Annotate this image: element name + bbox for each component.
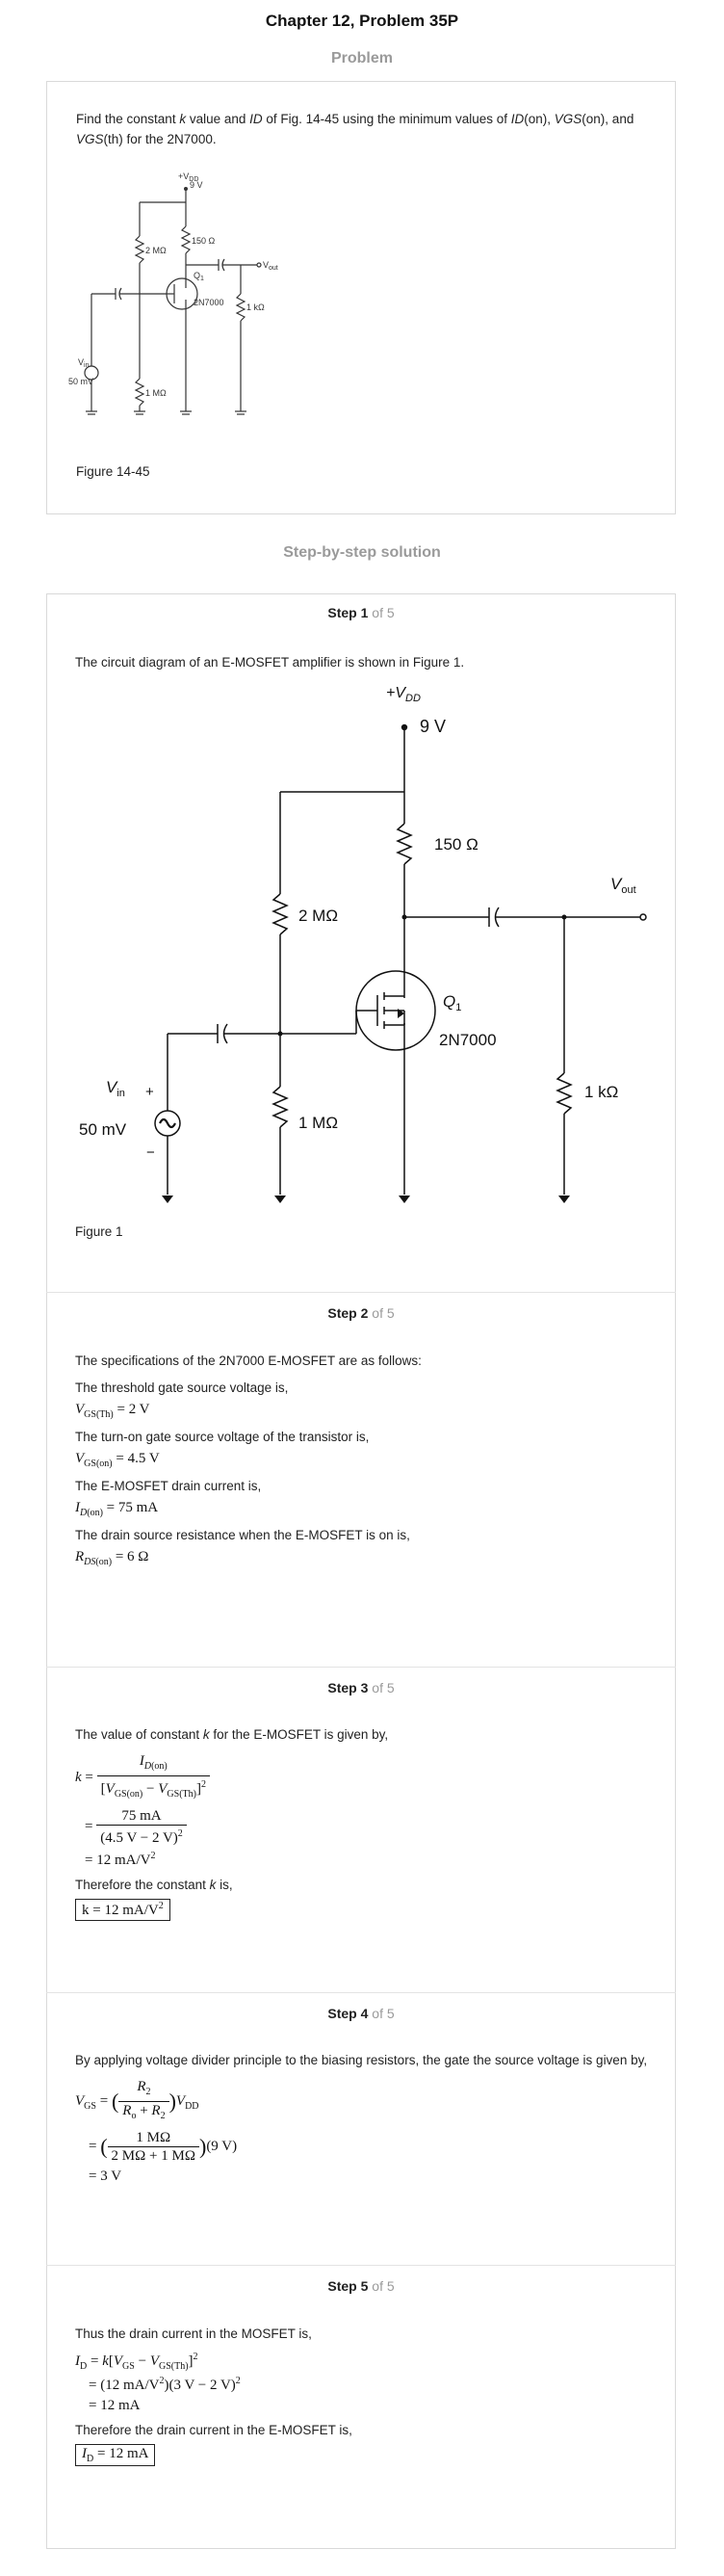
problem-box: Find the constant k value and ID of Fig.…: [46, 81, 676, 514]
fig1-vout: Vout: [610, 875, 636, 896]
solution-box: [46, 593, 676, 2549]
step-2-header: Step 2 of 5: [327, 1305, 395, 1321]
solution-label: Step-by-step solution: [283, 544, 441, 561]
figure-1-caption: Figure 1: [75, 1224, 123, 1239]
fig1-r1: 2 MΩ: [298, 907, 338, 925]
step-4-header: Step 4 of 5: [327, 2006, 395, 2021]
fig1-vdd-value: 9 V: [420, 717, 446, 736]
fig1-r2: 1 MΩ: [298, 1114, 338, 1132]
step-2-body: The specifications of the 2N7000 E-MOSFE…: [75, 1354, 422, 1567]
page-title: Chapter 12, Problem 35P: [265, 12, 459, 30]
fig1-vin: Vin: [106, 1078, 125, 1099]
step-5-body: Thus the drain current in the MOSFET is,…: [75, 2326, 352, 2466]
fig-vin-value: 50 mV: [68, 377, 93, 386]
fig1-r-drain: 150 Ω: [434, 835, 478, 854]
fig-vdd-value: 9 V: [190, 180, 203, 190]
fig-rl: 1 kΩ: [246, 302, 265, 312]
step-5-answer: ID = 12 mA: [75, 2444, 156, 2466]
fig-part: 2N7000: [194, 298, 224, 307]
fig-r2: 1 MΩ: [145, 388, 167, 398]
svg-text:−: −: [146, 1144, 155, 1161]
fig1-q: Q1: [443, 992, 461, 1013]
step-3-answer: k = 12 mA/V2: [75, 1899, 170, 1921]
step-1-text: The circuit diagram of an E-MOSFET ampli…: [75, 655, 465, 670]
fig-r1: 2 MΩ: [145, 246, 167, 255]
figure-1-circuit: +VDD 9 V 150 Ω 2 MΩ 1 MΩ 1 kΩ Q1 2N7000 …: [79, 685, 647, 1203]
svg-text:+: +: [145, 1084, 154, 1100]
fig-vout: Vout: [263, 260, 278, 272]
fig-q: Q1: [194, 271, 204, 282]
problem-label: Problem: [330, 50, 393, 66]
fig-r-drain: 150 Ω: [192, 236, 216, 246]
fig1-rl: 1 kΩ: [584, 1083, 618, 1101]
figure-14-45-caption: Figure 14-45: [76, 464, 150, 479]
fig1-vin-value: 50 mV: [79, 1120, 127, 1139]
step-4-body: By applying voltage divider principle to…: [75, 2053, 648, 2184]
fig1-part: 2N7000: [439, 1031, 497, 1049]
step-3-header: Step 3 of 5: [327, 1680, 395, 1695]
problem-text: Find the constant k value and ID of Fig.…: [76, 112, 634, 146]
step-5-header: Step 5 of 5: [327, 2278, 395, 2294]
step-3-body: The value of constant k for the E-MOSFET…: [75, 1724, 653, 1921]
fig-vin: Vin: [78, 357, 90, 369]
fig-vdd-label: +VDD: [178, 171, 198, 183]
fig1-vdd-label: +VDD: [386, 685, 421, 704]
step-1-header: Step 1 of 5: [327, 605, 395, 620]
figure-14-45-circuit: +VDD 9 V 150 Ω 2 MΩ 1 MΩ 1 kΩ Q1 2N7000 …: [68, 171, 278, 415]
